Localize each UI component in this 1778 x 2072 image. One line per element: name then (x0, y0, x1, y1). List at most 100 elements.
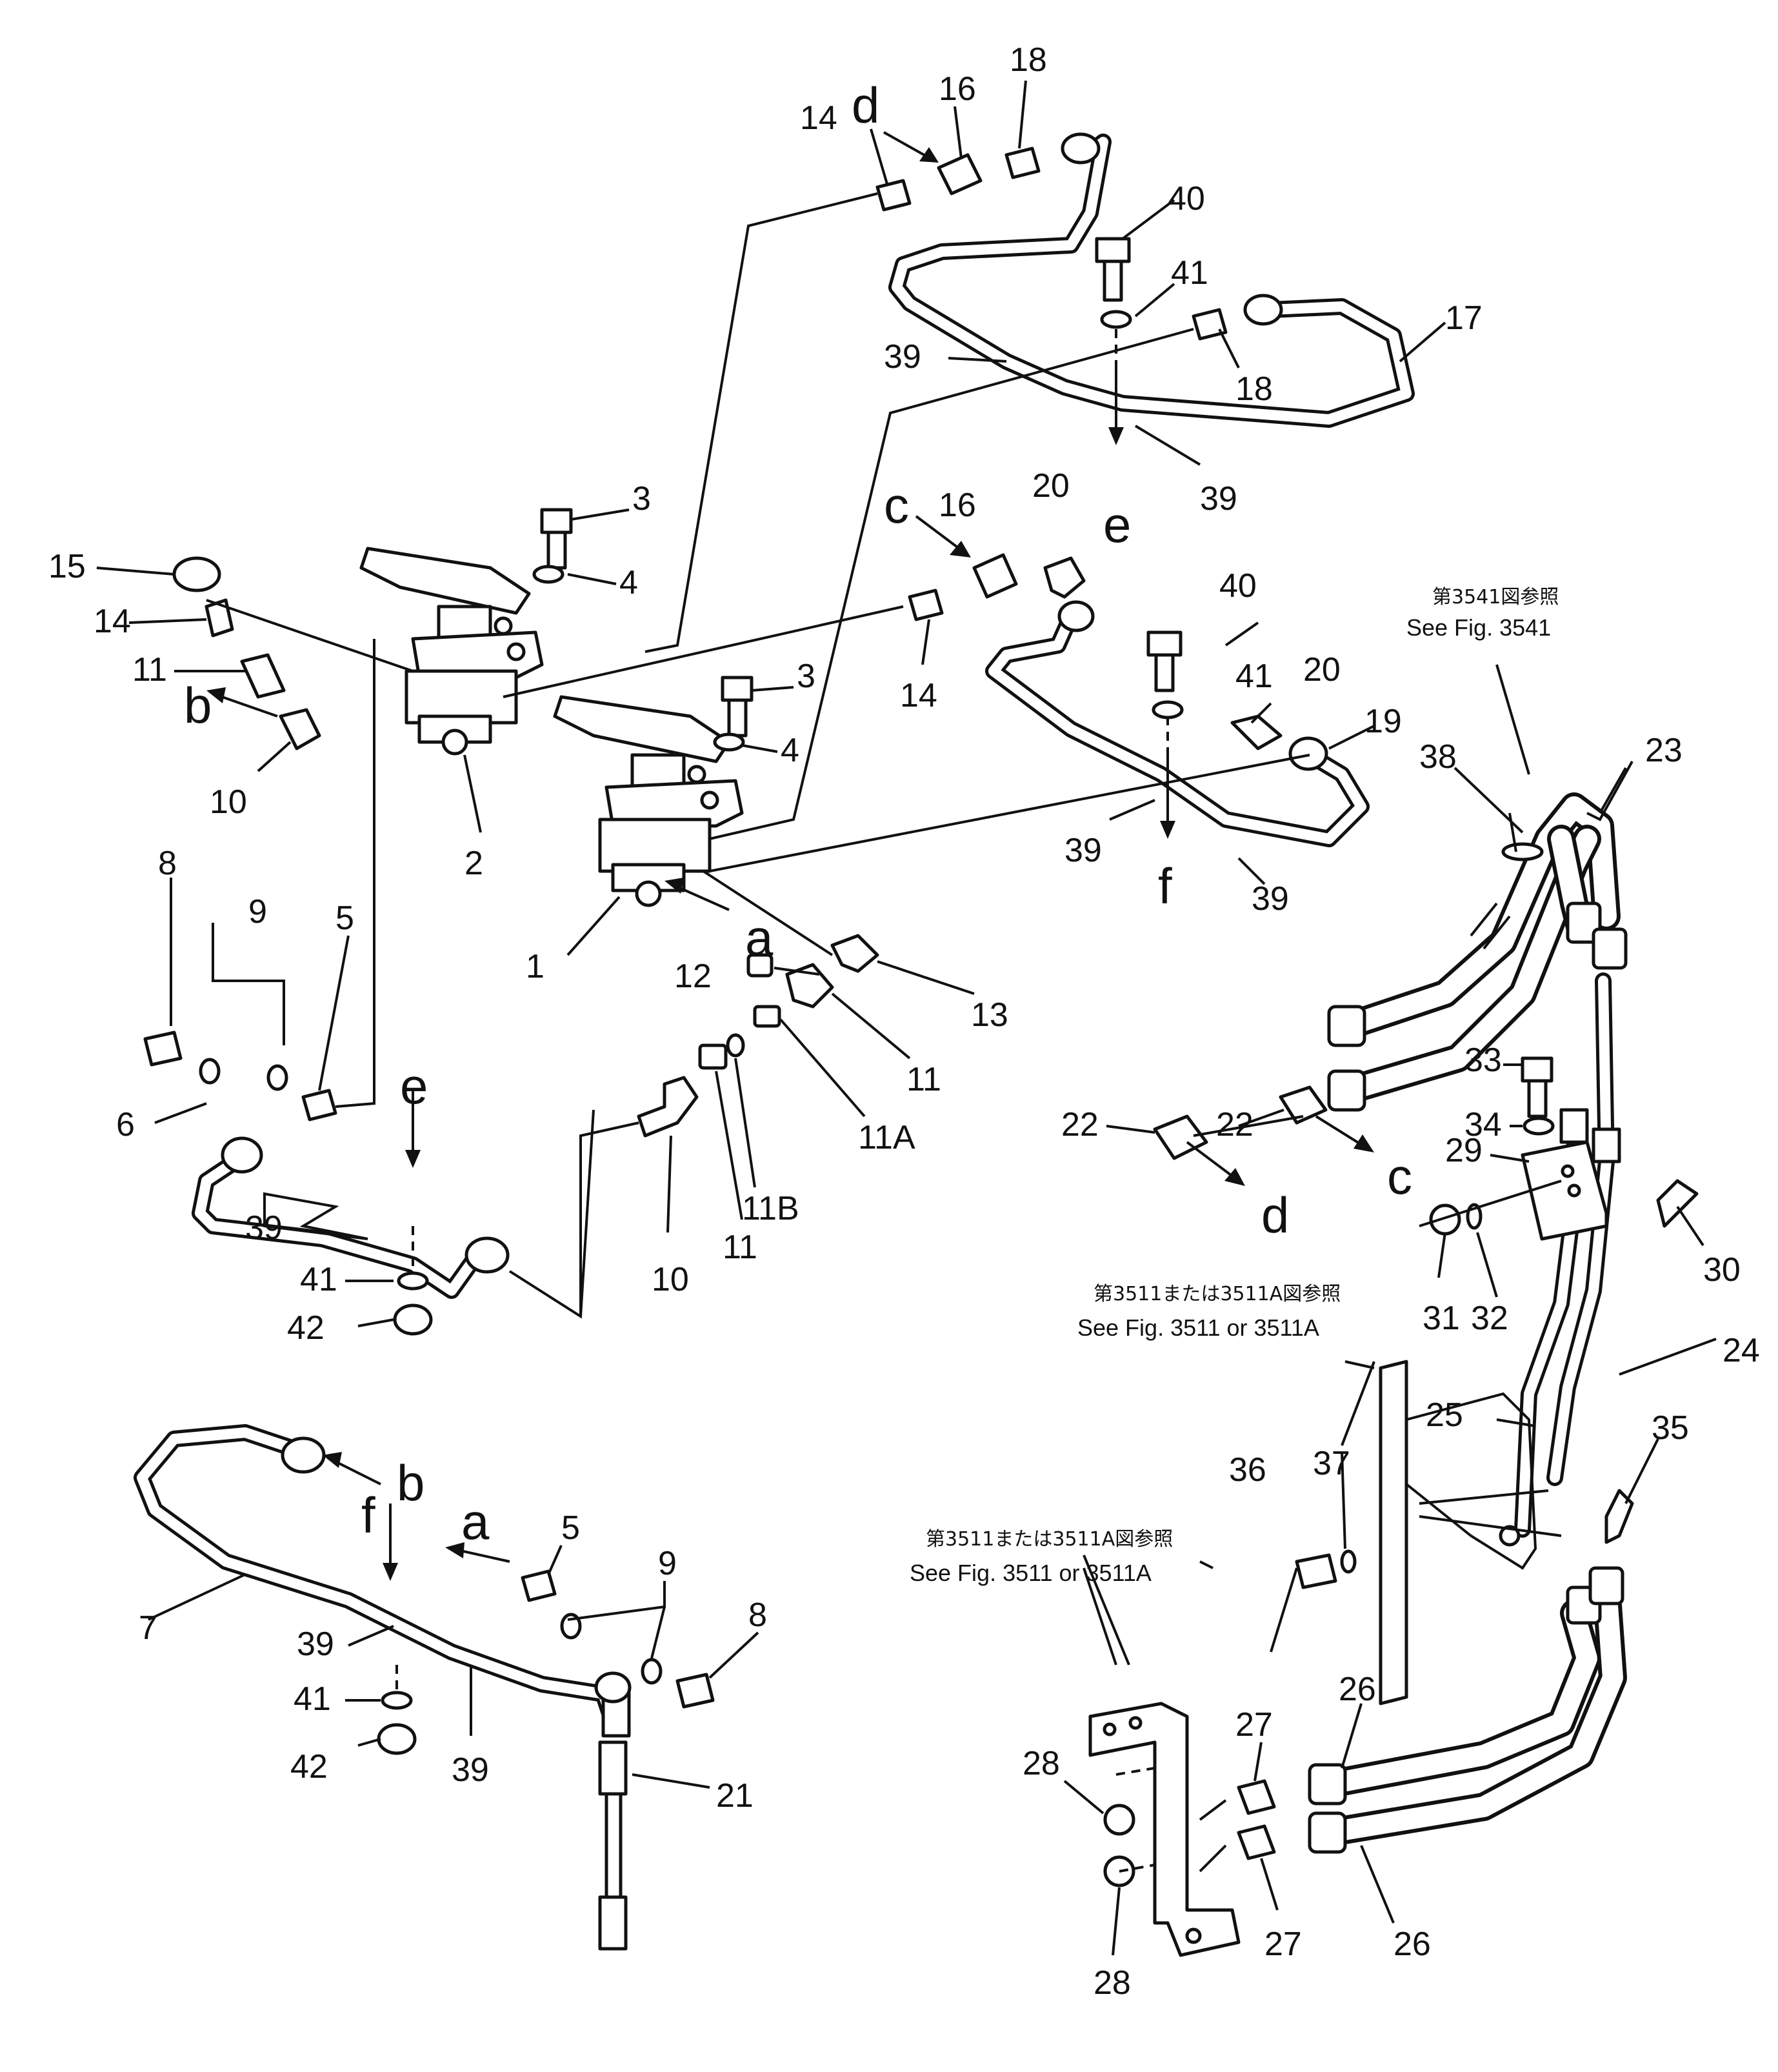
callout-41: 41 (300, 1261, 337, 1298)
letter-d: d (1261, 1187, 1289, 1243)
callout-14: 14 (900, 677, 937, 714)
callout-20: 20 (1032, 467, 1070, 505)
callout-3: 3 (632, 480, 651, 518)
callout-23: 23 (1645, 732, 1683, 769)
small-fittings (143, 146, 1699, 1887)
connection-letters: d e c b f a e d c b a f (184, 77, 1412, 1550)
callout-27: 27 (1264, 1926, 1302, 1963)
callout-1: 1 (526, 948, 544, 985)
callout-11A: 11A (858, 1119, 915, 1156)
callout-31: 31 (1423, 1300, 1460, 1337)
callout-16: 16 (939, 70, 976, 108)
callout-leaders (96, 80, 1717, 1956)
letter-b: b (397, 1454, 425, 1511)
letter-c: c (1387, 1148, 1412, 1205)
reference-fig3511-jp-upper: 第3511または3511A図参照 (1094, 1283, 1341, 1305)
callout-16: 16 (939, 487, 976, 524)
leader-lines (206, 192, 1562, 1873)
pipe-6 (192, 1136, 510, 1299)
callout-9: 9 (658, 1545, 677, 1582)
callout-28: 28 (1023, 1745, 1060, 1782)
callout-39: 39 (245, 1209, 283, 1247)
letter-f: f (1158, 858, 1172, 914)
callout-11: 11 (132, 651, 167, 689)
callout-24: 24 (1723, 1332, 1760, 1369)
hose-21 (598, 1740, 628, 1951)
callout-12: 12 (674, 958, 712, 995)
callout-8: 8 (158, 845, 177, 882)
letter-a: a (461, 1493, 490, 1550)
callout-7: 7 (139, 1609, 157, 1647)
callout-6: 6 (116, 1106, 135, 1143)
callout-42: 42 (290, 1748, 328, 1785)
reference-fig3541-jp: 第3541図参照 (1432, 586, 1559, 609)
callout-3: 3 (797, 658, 815, 695)
callout-25: 25 (1426, 1396, 1463, 1434)
callout-26: 26 (1339, 1671, 1376, 1708)
callout-5: 5 (561, 1509, 580, 1547)
reference-fig3541-en: See Fig. 3541 (1406, 614, 1551, 641)
callout-labels: 14 16 18 40 41 17 18 39 39 3 4 3 4 15 14… (48, 41, 1760, 2002)
callout-34: 34 (1464, 1106, 1502, 1143)
callout-40: 40 (1219, 567, 1257, 605)
bracket-mount-37 (1379, 1360, 1537, 1705)
letter-d: d (852, 77, 879, 134)
callout-18: 18 (1010, 41, 1047, 79)
callout-18: 18 (1235, 370, 1273, 408)
callout-21: 21 (716, 1777, 754, 1815)
callout-27: 27 (1235, 1706, 1273, 1744)
callout-5: 5 (335, 900, 354, 937)
callout-4: 4 (619, 564, 638, 601)
callout-33: 33 (1464, 1041, 1502, 1079)
callout-30: 30 (1703, 1251, 1741, 1289)
hose-26 (1308, 1566, 1627, 1854)
callout-29: 29 (1445, 1132, 1483, 1169)
bracket-mount-28 (1088, 1702, 1241, 1957)
callout-19: 19 (1364, 703, 1402, 740)
letter-a: a (745, 909, 774, 966)
callout-35: 35 (1652, 1409, 1689, 1447)
callout-10: 10 (210, 783, 247, 821)
callout-39: 39 (884, 338, 921, 376)
letter-c: c (884, 477, 909, 534)
callout-39: 39 (297, 1625, 334, 1663)
callout-39: 39 (452, 1751, 489, 1789)
callout-20: 20 (1303, 651, 1341, 689)
callout-4: 4 (781, 732, 799, 769)
callout-11: 11 (723, 1229, 757, 1266)
reference-notes: 第3541図参照 See Fig. 3541 第3511または3511A図参照 … (910, 586, 1559, 1586)
reference-fig3511-en-upper: See Fig. 3511 or 3511A (1077, 1314, 1319, 1341)
callout-14: 14 (94, 603, 131, 640)
callout-41: 41 (1235, 658, 1273, 695)
brake-valve-2 (359, 547, 544, 756)
callout-36: 36 (1229, 1451, 1266, 1489)
letter-e: e (1103, 496, 1131, 553)
callout-32: 32 (1471, 1300, 1508, 1337)
letter-e: e (400, 1058, 428, 1114)
callout-14: 14 (800, 99, 837, 137)
brake-valve-1 (553, 695, 744, 907)
callout-26: 26 (1393, 1926, 1431, 1963)
callout-11: 11 (906, 1061, 941, 1098)
reference-fig3511-jp-lower: 第3511または3511A図参照 (926, 1528, 1173, 1551)
hose-23 (1327, 792, 1628, 1112)
letter-f: f (361, 1487, 375, 1544)
callout-42: 42 (287, 1309, 325, 1347)
callout-40: 40 (1168, 180, 1205, 217)
callout-39: 39 (1252, 880, 1289, 918)
letter-b: b (184, 677, 212, 734)
callout-9: 9 (248, 893, 267, 930)
reference-fig3511-en-lower: See Fig. 3511 or 3511A (910, 1560, 1152, 1586)
callout-39: 39 (1064, 832, 1102, 869)
callout-38: 38 (1419, 738, 1457, 776)
bracket-29 (1521, 1108, 1621, 1241)
connection-arrows (206, 131, 1530, 1665)
callout-11B: 11B (742, 1190, 799, 1227)
callout-41: 41 (294, 1680, 331, 1718)
pipe-7 (134, 1424, 632, 1738)
callout-13: 13 (971, 996, 1008, 1034)
callout-17: 17 (1445, 299, 1483, 337)
callout-15: 15 (48, 548, 86, 585)
callout-39: 39 (1200, 480, 1237, 518)
pipe-19 (985, 600, 1370, 847)
